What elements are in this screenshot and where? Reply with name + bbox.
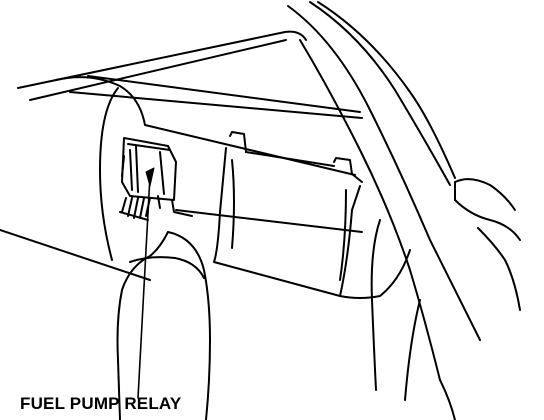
door-panel-lower <box>339 219 456 420</box>
fuel-pump-relay-label: FUEL PUMP RELAY <box>20 394 182 413</box>
side-kick-panel <box>0 87 151 281</box>
seat-back <box>116 231 211 420</box>
windshield-edge <box>17 30 307 101</box>
door-mirror-trim <box>454 178 521 311</box>
callout-leader-line <box>137 167 155 399</box>
dashboard-top <box>55 75 363 176</box>
a-pillar <box>287 1 481 381</box>
relay-mount-bracket <box>157 195 363 233</box>
lower-panel <box>213 131 363 297</box>
